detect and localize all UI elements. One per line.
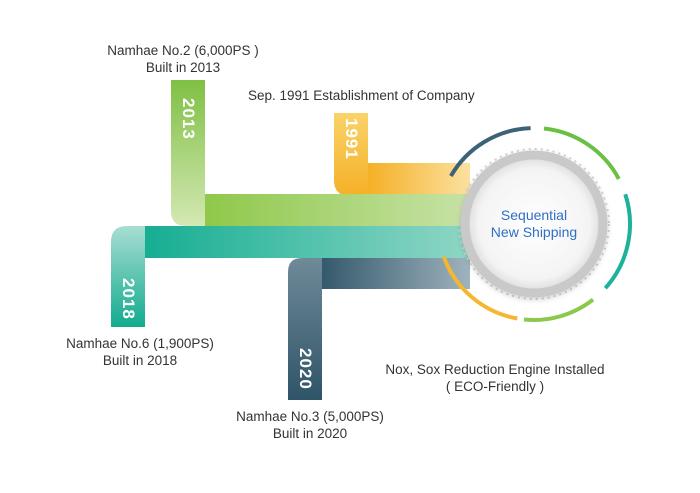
dotted-ring bbox=[458, 148, 610, 300]
caption-2018: Namhae No.6 (1,900PS) Built in 2018 bbox=[40, 335, 240, 369]
caption-2020-line1: Namhae No.3 (5,000PS) bbox=[236, 409, 384, 424]
caption-1991-line1: Sep. 1991 Establishment of Company bbox=[248, 88, 475, 103]
band-2018 bbox=[111, 226, 470, 327]
center-circle bbox=[460, 150, 608, 298]
progress-ring bbox=[441, 126, 632, 322]
year-label-1991: 1991 bbox=[342, 118, 361, 160]
caption-1991: Sep. 1991 Establishment of Company bbox=[248, 87, 518, 104]
year-label-2018: 2018 bbox=[119, 278, 138, 320]
band-2020 bbox=[288, 258, 470, 400]
caption-2013-line1: Namhae No.2 (6,000PS ) bbox=[107, 43, 259, 58]
caption-2020: Namhae No.3 (5,000PS) Built in 2020 bbox=[210, 408, 410, 442]
caption-2013-line2: Built in 2013 bbox=[145, 60, 221, 75]
center-title: Sequential New Shipping bbox=[466, 207, 602, 241]
center-title-line2: New Shipping bbox=[490, 224, 578, 240]
caption-2013: Namhae No.2 (6,000PS ) Built in 2013 bbox=[83, 42, 283, 76]
ring-segment-lightgreen bbox=[523, 298, 595, 322]
ring-segment-green bbox=[543, 126, 621, 180]
ring-segment-teal bbox=[603, 193, 632, 290]
center-title-line1: Sequential bbox=[500, 207, 568, 223]
year-label-2020: 2020 bbox=[296, 348, 315, 390]
caption-2018-line2: Built in 2018 bbox=[102, 353, 178, 368]
caption-eco: Nox, Sox Reduction Engine Installed ( EC… bbox=[360, 361, 630, 395]
caption-eco-line1: Nox, Sox Reduction Engine Installed bbox=[385, 362, 605, 377]
band-2013 bbox=[171, 80, 470, 226]
caption-2020-line2: Built in 2020 bbox=[272, 426, 348, 441]
ring-segment-slate bbox=[449, 126, 531, 178]
ring-segment-orange bbox=[441, 256, 518, 321]
caption-eco-line2: ( ECO-Friendly ) bbox=[445, 379, 545, 394]
band-1991 bbox=[334, 113, 470, 196]
year-label-2013: 2013 bbox=[179, 98, 198, 140]
caption-2018-line1: Namhae No.6 (1,900PS) bbox=[66, 336, 214, 351]
